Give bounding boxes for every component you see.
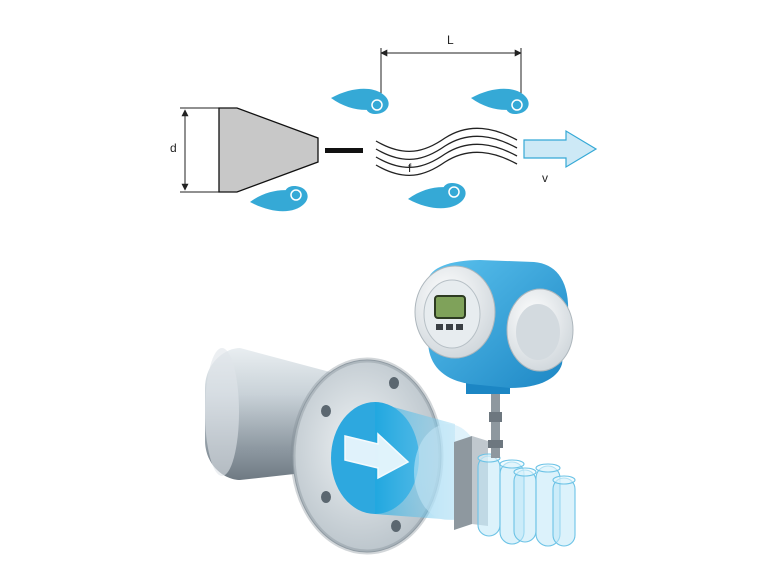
display-buttons [436, 324, 463, 330]
flow-arrow-icon [344, 432, 410, 480]
transmitter-housing [414, 260, 574, 394]
flange-bolt-holes [321, 377, 401, 532]
vortex-swirl-icon [331, 88, 389, 114]
bluff-body [218, 107, 319, 193]
vortex-swirl-icon [408, 183, 466, 209]
display-screen-icon [434, 295, 466, 319]
spacing-label: L [447, 33, 454, 47]
wavy-streamlines [375, 127, 518, 177]
vortex-tubes [477, 453, 576, 547]
flow-arrow-icon [523, 129, 598, 169]
vortex-swirl-icon [471, 88, 529, 114]
vortex-swirl-icon [250, 186, 308, 212]
bluff-body-schematic: d L [170, 33, 598, 212]
frequency-label: f [408, 161, 412, 175]
velocity-label: v [542, 171, 548, 185]
sensor-bar [325, 148, 363, 153]
diameter-label: d [170, 141, 177, 155]
flowmeter-3d-illustration [205, 260, 576, 555]
